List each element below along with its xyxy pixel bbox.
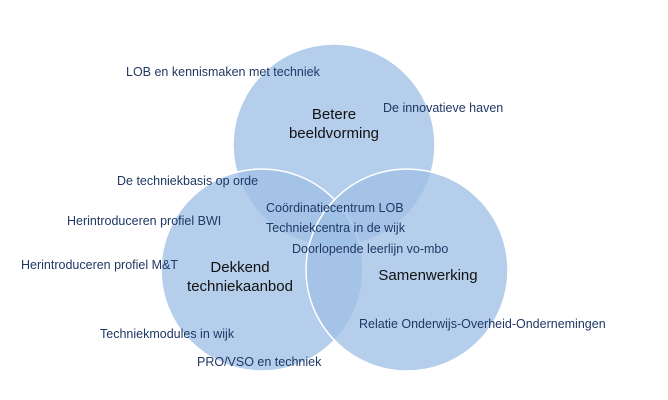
item-techniekcentra: Techniekcentra in de wijk (266, 221, 406, 235)
item-doorlopende-leerlijn: Doorlopende leerlijn vo-mbo (292, 242, 448, 256)
title-betere-line2: beeldvorming (289, 125, 379, 142)
item-techniekbasis: De techniekbasis op orde (117, 174, 258, 188)
item-profiel-mt: Herintroduceren profiel M&T (21, 258, 178, 272)
item-innovatieve-haven: De innovatieve haven (383, 101, 503, 115)
title-samenwerking: Samenwerking (378, 267, 477, 284)
item-relatie-ooo: Relatie Onderwijs-Overheid-Ondernemingen (359, 317, 606, 331)
item-pro-vso: PRO/VSO en techniek (197, 355, 322, 369)
circle-samenwerking (305, 168, 509, 372)
title-betere-line1: Betere (312, 106, 356, 123)
title-dekkend-line1: Dekkend (210, 259, 269, 276)
item-coordinatiecentrum: Coördinatiecentrum LOB (266, 201, 404, 215)
item-lob-kennismaken: LOB en kennismaken met techniek (126, 65, 321, 79)
item-techniekmodules: Techniekmodules in wijk (100, 327, 235, 341)
title-dekkend-line2: techniekaanbod (187, 278, 293, 295)
item-profiel-bwi: Herintroduceren profiel BWI (67, 214, 221, 228)
